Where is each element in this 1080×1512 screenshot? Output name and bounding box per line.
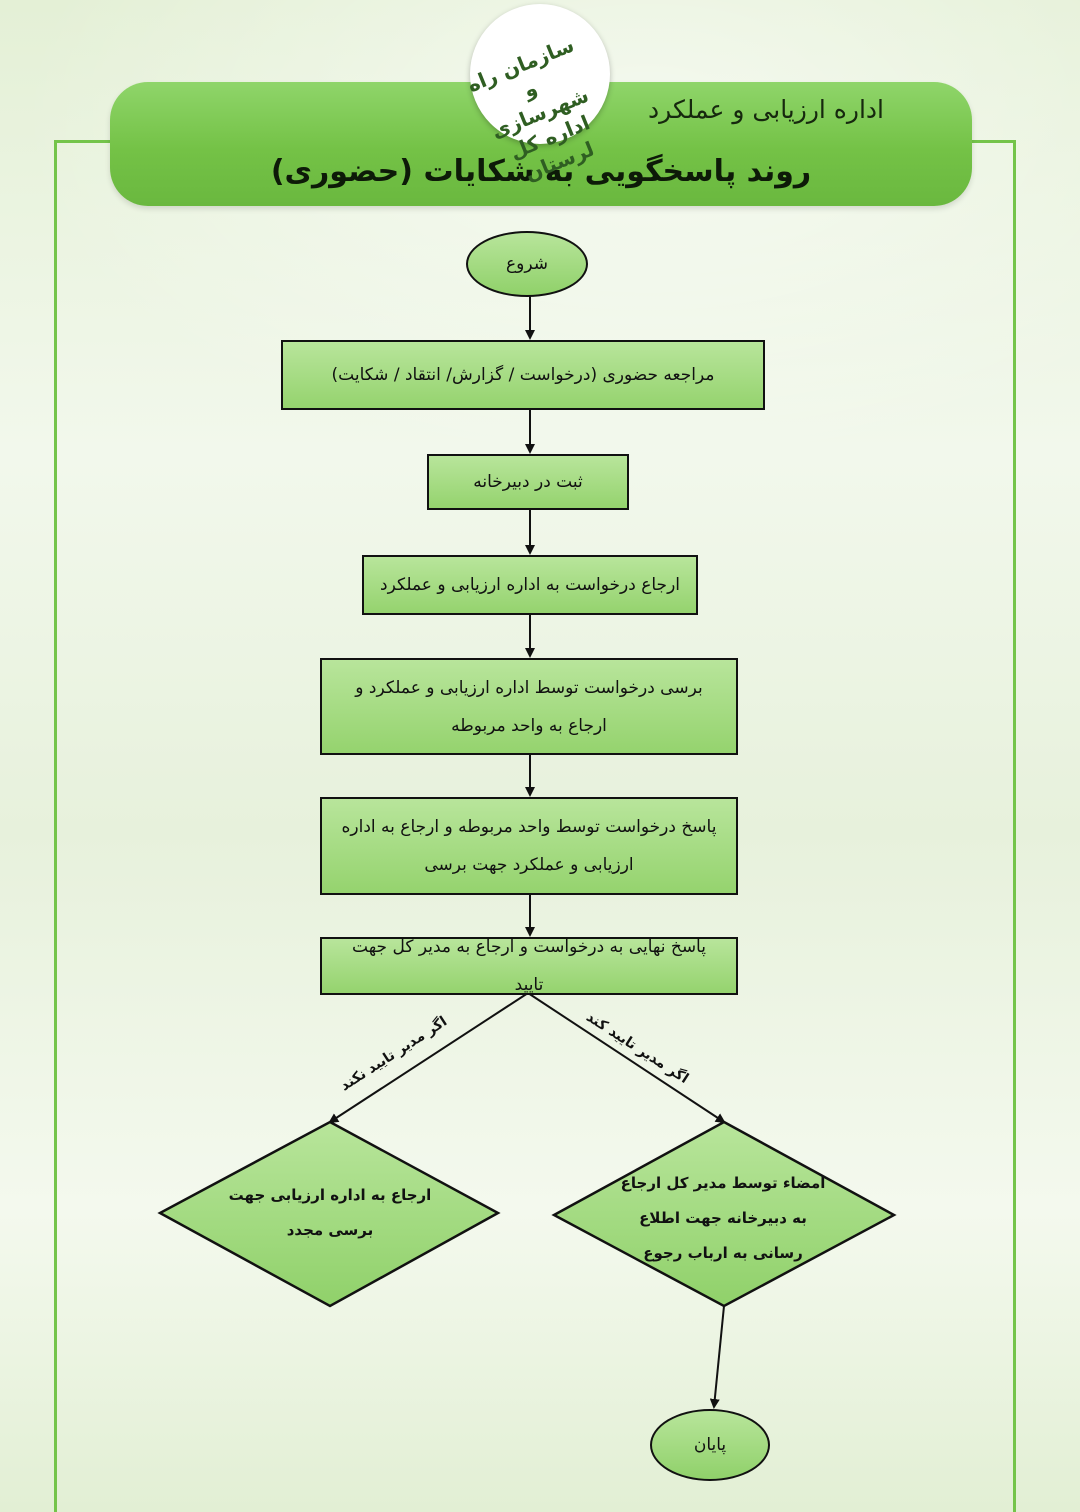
page-title: روند پاسخگویی به شکایات (حضوری) [270,154,812,189]
department-name: اداره ارزیابی و عملکرد [648,95,884,124]
step-review-request: برسی درخواست توسط اداره ارزیابی و عملکرد… [320,658,738,755]
arrow-step6-approve [527,992,726,1124]
decision-approve-shape [551,1120,897,1308]
step-refer-evaluation: ارجاع درخواست به اداره ارزیابی و عملکرد [362,555,698,615]
organization-logo: سازمان راه و شهرسازی اداره کل لرستان [464,4,610,186]
start-node: شروع [466,231,588,297]
decision-reject-shape [157,1120,501,1308]
step-unit-response: پاسخ درخواست توسط واحد مربوطه و ارجاع به… [320,797,738,895]
end-node: پایان [650,1409,770,1481]
decision-reject-text: ارجاع به اداره ارزیابی جهت برسی مجدد [228,1186,432,1239]
decision-approve-text: امضاء توسط مدیر کل ارجاع به دبیرخانه جهت… [620,1174,826,1262]
arrow-step6-reject [328,992,529,1124]
step-walk-in-visit: مراجعه حضوری (درخواست / گزارش/ انتقاد / … [281,340,765,410]
logo-seal: سازمان راه و شهرسازی اداره کل لرستان [464,14,600,186]
step-register-secretariat: ثبت در دبیرخانه [427,454,629,510]
arrow-approve-end [709,1305,725,1409]
step-final-response: پاسخ نهایی به درخواست و ارجاع به مدیر کل… [320,937,738,995]
